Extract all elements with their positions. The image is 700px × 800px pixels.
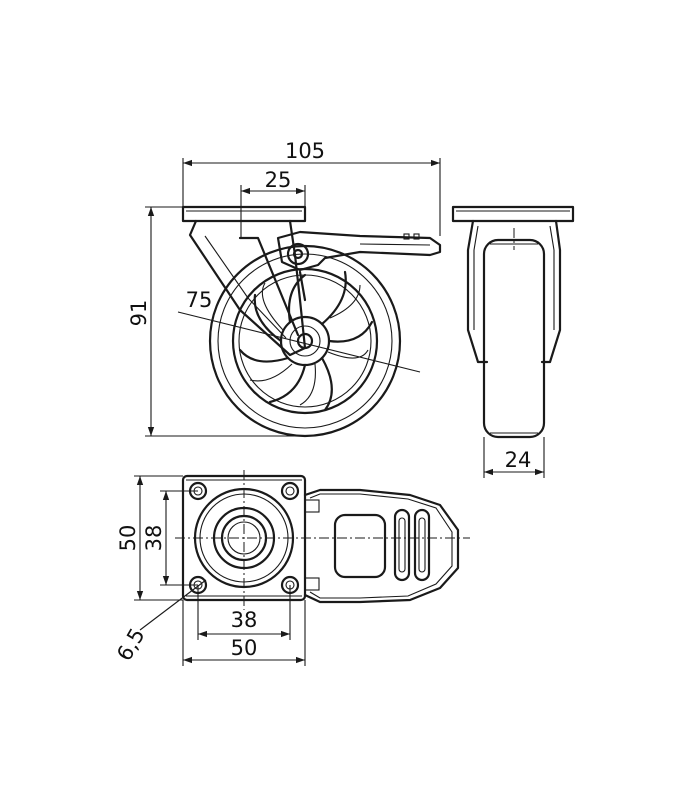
dim-label-91: 91: [127, 300, 151, 327]
dim-overall-height: 91: [127, 206, 305, 437]
side-view: 105 25 91 75: [127, 139, 442, 438]
dim-label-38-vertical: 38: [142, 525, 166, 552]
dim-label-6-5: 6,5: [112, 624, 149, 665]
dim-plate-offset: 25: [240, 168, 306, 238]
dim-label-38-horizontal: 38: [231, 608, 258, 632]
dim-plate-hole-height: 38: [142, 490, 198, 586]
dim-hole-diameter: 6,5: [112, 579, 207, 665]
front-top-plate: [451, 205, 575, 223]
side-top-plate: [181, 205, 307, 223]
side-brake-lever: [276, 230, 442, 302]
front-view: 24: [451, 205, 575, 478]
dim-plate-outer-height: 50: [116, 475, 183, 601]
front-fork: [466, 219, 562, 364]
front-wheel: [482, 238, 546, 439]
dim-wheel-diameter: 75: [177, 288, 421, 373]
dim-label-75: 75: [186, 288, 213, 312]
dim-label-105: 105: [285, 139, 325, 163]
dim-label-24: 24: [505, 448, 532, 472]
dim-label-50-vertical: 50: [116, 525, 140, 552]
dim-label-25: 25: [265, 168, 292, 192]
dim-wheel-width: 24: [483, 437, 545, 478]
top-brake-pedal: [303, 488, 460, 604]
dim-label-50-horizontal: 50: [231, 636, 258, 660]
dim-overall-width: 105: [182, 139, 441, 236]
dim-plate-hole-width: 38: [197, 585, 291, 640]
dim-plate-outer-width: 50: [182, 600, 306, 666]
top-view: 50 38 38 50 6,5: [112, 470, 470, 666]
